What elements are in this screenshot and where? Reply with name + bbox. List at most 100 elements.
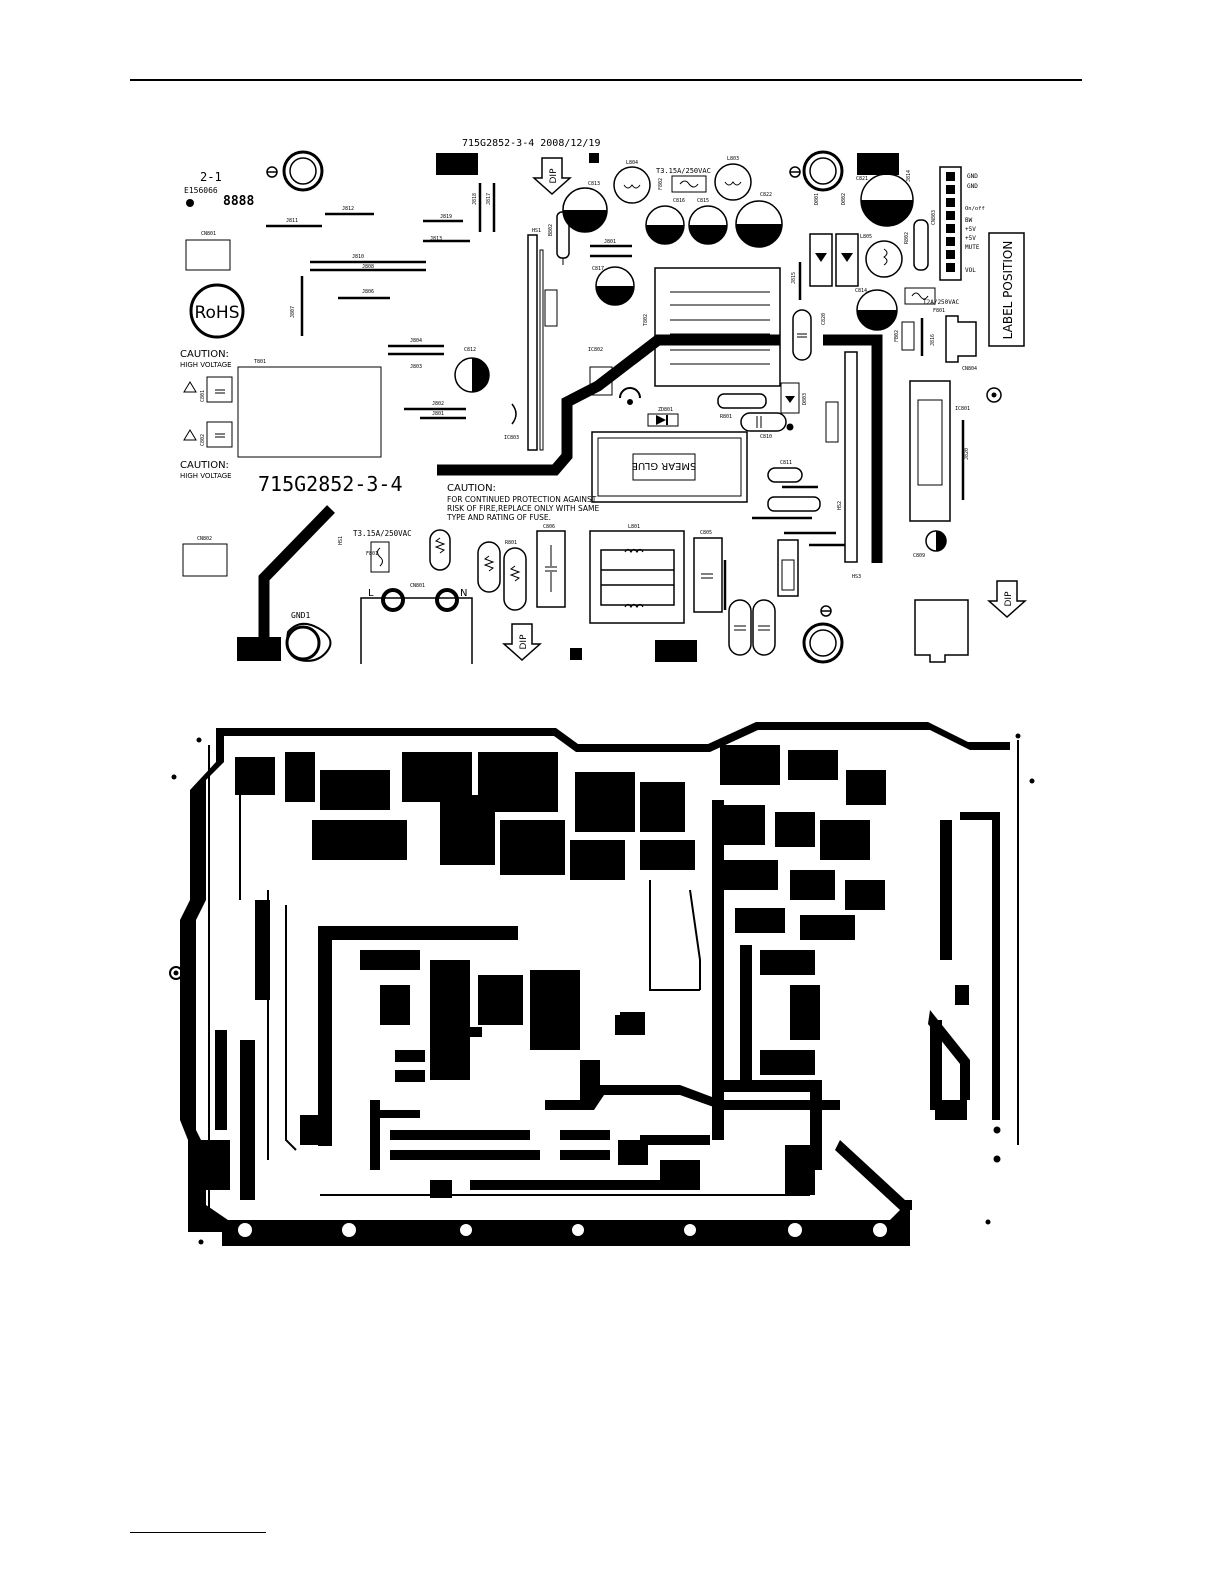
connector-pin-label: GND: [967, 183, 978, 190]
pad: [857, 153, 899, 175]
copper-pour: [180, 722, 1010, 1246]
capacitor-c801: [206, 376, 233, 403]
inductor-l803: [714, 163, 752, 201]
pad: [436, 153, 478, 175]
capacitor-bulk: [735, 200, 783, 248]
ref-label: J817: [486, 193, 492, 205]
dip-arrow-icon: DIP: [987, 580, 1027, 619]
ref-label: L804: [626, 160, 638, 166]
fiducial-icon: [169, 966, 183, 980]
connector-cn803: [939, 166, 962, 281]
ref-label: C810: [760, 434, 772, 440]
capacitor-block-inner: [597, 437, 742, 497]
ref-label: J813: [430, 236, 442, 242]
capacitor-c813: [562, 187, 608, 233]
ref-label: D801: [814, 193, 820, 205]
board-code-header: 715G2852-3-4 2008/12/19: [462, 138, 600, 149]
ref-label: B802: [548, 224, 554, 236]
capacitor-c809: [925, 530, 947, 552]
mount-hole-gnd: [285, 622, 332, 662]
ref-label: J802: [432, 401, 444, 407]
date-digits: 8888: [223, 194, 254, 209]
ac-terminal-l: [381, 588, 405, 612]
connector-pin-label: GND: [967, 173, 978, 180]
capacitor-c806: [536, 530, 566, 608]
caution-fire-line: TYPE AND RATING OF FUSE.: [446, 513, 551, 522]
section-label: 2-1: [200, 170, 222, 184]
heatsink-hs1: [527, 234, 538, 451]
coil-icon: [624, 548, 644, 554]
connector-pin-label: On/off: [965, 206, 985, 212]
part-code: E156066: [184, 186, 218, 195]
heatsink-hs1-edge: [539, 249, 544, 451]
inductor-l804: [613, 166, 651, 204]
ref-label: J816: [930, 334, 936, 346]
pad: [570, 648, 582, 660]
resistor-r801: [717, 393, 767, 409]
varistor: [429, 529, 451, 571]
neutral-label: N: [460, 588, 467, 599]
resistor-r802: [913, 219, 929, 271]
ref-label: HS1: [532, 228, 541, 234]
pad: [237, 637, 281, 661]
ref-label: C815: [697, 198, 709, 204]
ref-label: C813: [588, 181, 600, 187]
caution-fire-line: RISK OF FIRE,REPLACE ONLY WITH SAME: [447, 504, 600, 513]
ic801: [909, 380, 951, 522]
ref-label: L805: [860, 234, 872, 240]
pad: [655, 640, 697, 662]
component-q-right: [825, 401, 839, 443]
ref-label: J801: [604, 239, 616, 245]
ref-label: L803: [727, 156, 739, 162]
ref-label: CN801: [410, 583, 425, 589]
screw-icon: [986, 387, 1002, 403]
ref-label: CN803: [931, 210, 937, 225]
ref-label: J812: [342, 206, 354, 212]
warning-icon: [183, 381, 197, 393]
ref-label: C802: [200, 434, 206, 446]
ref-label: C817: [592, 266, 604, 272]
ref-label: C809: [913, 553, 925, 559]
capacitor-y: [752, 599, 776, 656]
capacitor-c811: [767, 467, 803, 483]
capacitor-c820: [792, 309, 812, 361]
ref-label: J808: [362, 264, 374, 270]
fuse-f802: [671, 175, 707, 193]
smear-glue-box: [632, 453, 696, 481]
ref-label: J806: [362, 289, 374, 295]
dip-arrow-icon: DIP: [532, 157, 572, 196]
diode-d802: [835, 233, 859, 287]
ref-label: J814: [906, 170, 912, 182]
capacitor-block-c807: [591, 431, 748, 503]
coil-icon: [624, 603, 644, 609]
ref-label: C806: [543, 524, 555, 530]
ref-label: D803: [802, 393, 808, 405]
svg-text:DIP: DIP: [519, 634, 529, 650]
via: [198, 1239, 204, 1245]
board-code-large: 715G2852-3-4: [258, 472, 403, 496]
ref-label: J818: [472, 193, 478, 205]
ref-label: T802: [643, 314, 649, 326]
via: [985, 1219, 991, 1225]
ref-label: C820: [821, 313, 827, 325]
diode-d803: [780, 382, 800, 414]
caution-heading: CAUTION:: [447, 483, 496, 494]
mount-hole-top-left: [282, 150, 324, 192]
ref-label: J820: [964, 448, 970, 460]
label-position-box: [988, 232, 1025, 347]
transformer-windings: [670, 291, 770, 365]
fuse-symbol-icon: [911, 292, 929, 300]
ic801-inner: [917, 399, 943, 486]
copper-tracks: [208, 740, 1019, 1232]
capacitor-c810: [740, 412, 787, 432]
ref-label: R801: [720, 414, 732, 420]
via: [993, 1126, 1001, 1134]
choke-l801: [589, 530, 685, 624]
fuse-rating-label: T3.15A/250VAC: [656, 167, 711, 175]
rohs-badge: [189, 283, 245, 339]
hv-trace: [823, 334, 883, 563]
connector-pin-label: +5V: [965, 235, 976, 242]
mount-hole-top-right: [802, 150, 844, 192]
connector-pin-label: MUTE: [965, 244, 980, 251]
connector-bottom-right: [914, 599, 969, 663]
